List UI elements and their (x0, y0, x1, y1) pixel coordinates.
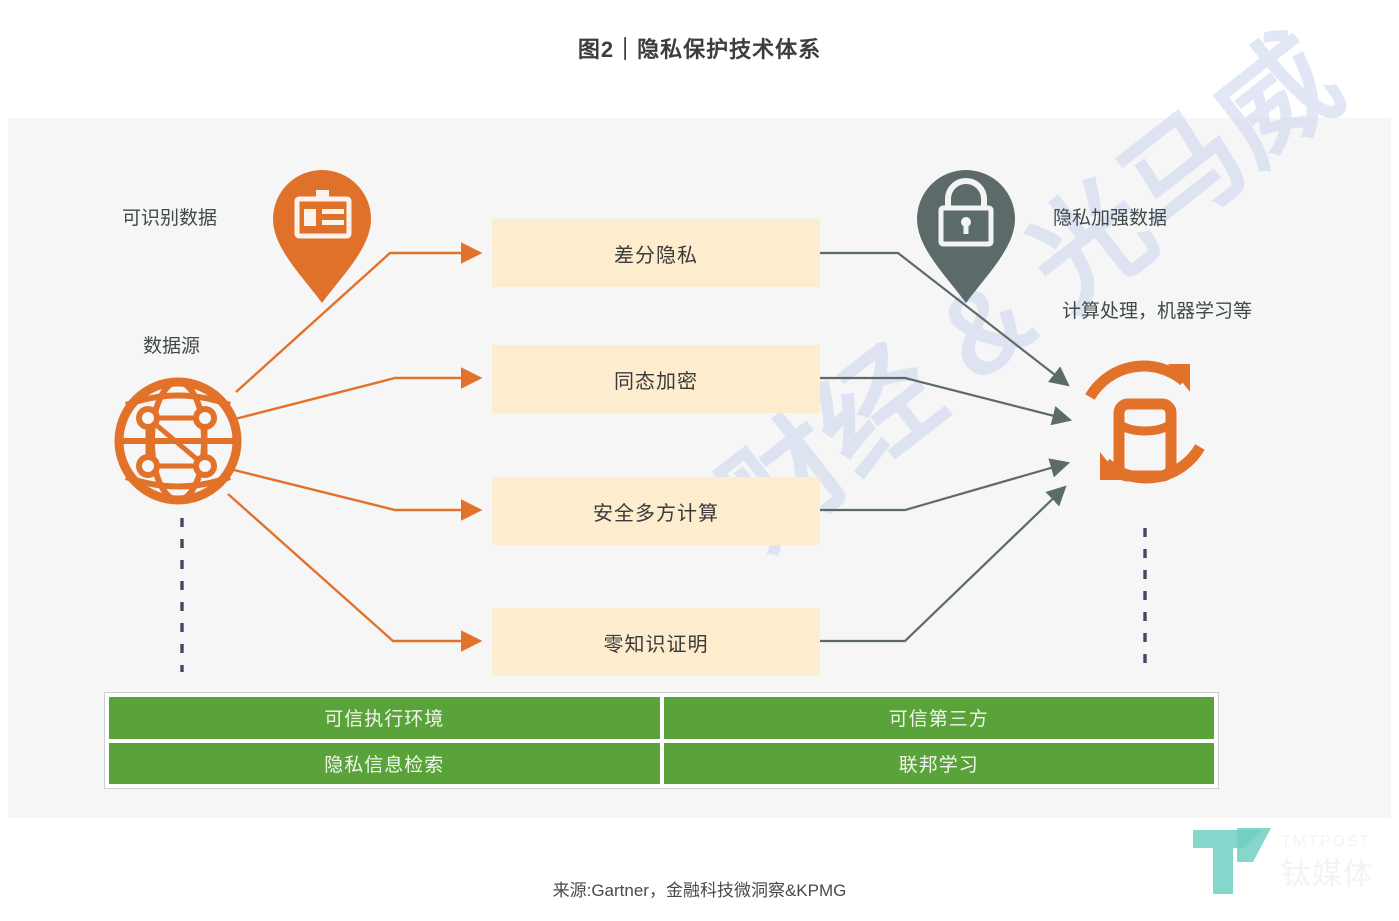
page-title: 图2｜隐私保护技术体系 (577, 37, 822, 62)
technique-box[interactable]: 同态加密 (492, 345, 820, 413)
technique-box[interactable]: 安全多方计算 (492, 477, 820, 545)
label-identifiable-data: 可识别数据 (122, 208, 218, 229)
logo-latin-text: TMTPOST (1281, 833, 1371, 850)
technique-box[interactable]: 差分隐私 (492, 219, 820, 287)
label-enhanced-data: 隐私加强数据 (1053, 208, 1168, 229)
foundation-cell[interactable]: 隐私信息检索 (109, 742, 660, 784)
foundation-grid: 可信执行环境 可信第三方 隐私信息检索 联邦学习 (104, 692, 1219, 789)
technique-box[interactable]: 零知识证明 (492, 608, 820, 676)
label-processing: 计算处理，机器学习等 (1062, 301, 1253, 322)
foundation-cell[interactable]: 可信执行环境 (109, 697, 660, 739)
foundation-cell[interactable]: 联邦学习 (663, 742, 1214, 784)
label-data-source: 数据源 (143, 336, 201, 357)
foundation-cell[interactable]: 可信第三方 (663, 697, 1214, 739)
source-note: 来源:Gartner，金融科技微洞察&KPMG (552, 881, 847, 900)
